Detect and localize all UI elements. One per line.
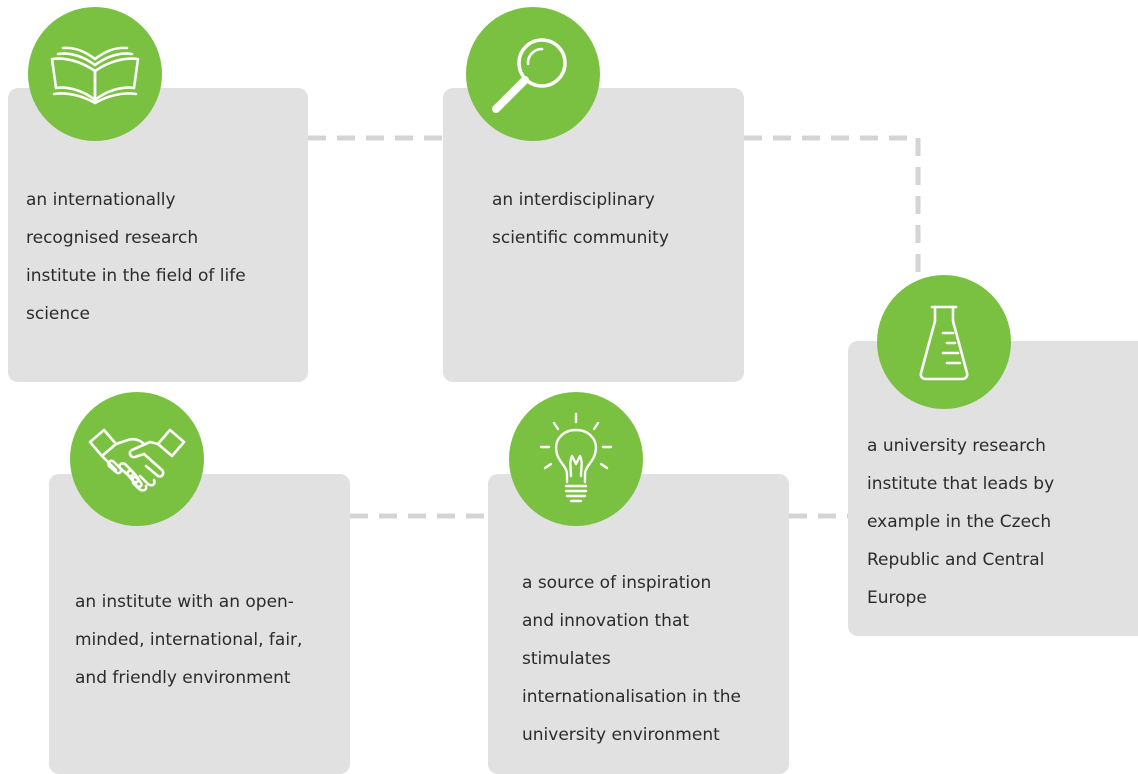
badge-university-institute — [877, 275, 1011, 409]
card-text: a university research institute that lea… — [867, 436, 1055, 608]
lightbulb-icon — [539, 412, 613, 503]
magnifying-glass-icon — [492, 38, 567, 113]
card-university-institute: a university research institute that lea… — [848, 341, 1138, 636]
connector-card2-card3 — [744, 135, 921, 290]
badge-inspiration-source — [509, 392, 643, 526]
card-text: a source of inspiration and innovation t… — [522, 573, 741, 745]
card-research-institute: an internationally recognised research i… — [8, 88, 308, 382]
badge-open-environment — [70, 392, 204, 526]
card-text: an institute with an open- minded, inter… — [75, 592, 303, 688]
card-inspiration-source: a source of inspiration and innovation t… — [488, 474, 789, 774]
flask-icon — [919, 305, 969, 381]
handshake-icon — [88, 428, 186, 492]
card-scientific-community: an interdisciplinary scientific communit… — [443, 88, 744, 382]
badge-research-institute — [28, 7, 162, 141]
badge-scientific-community — [466, 7, 600, 141]
card-text: an interdisciplinary scientific communit… — [492, 190, 669, 248]
open-book-icon — [50, 46, 140, 105]
card-open-environment: an institute with an open- minded, inter… — [49, 474, 350, 774]
card-text: an internationally recognised research i… — [26, 190, 246, 324]
